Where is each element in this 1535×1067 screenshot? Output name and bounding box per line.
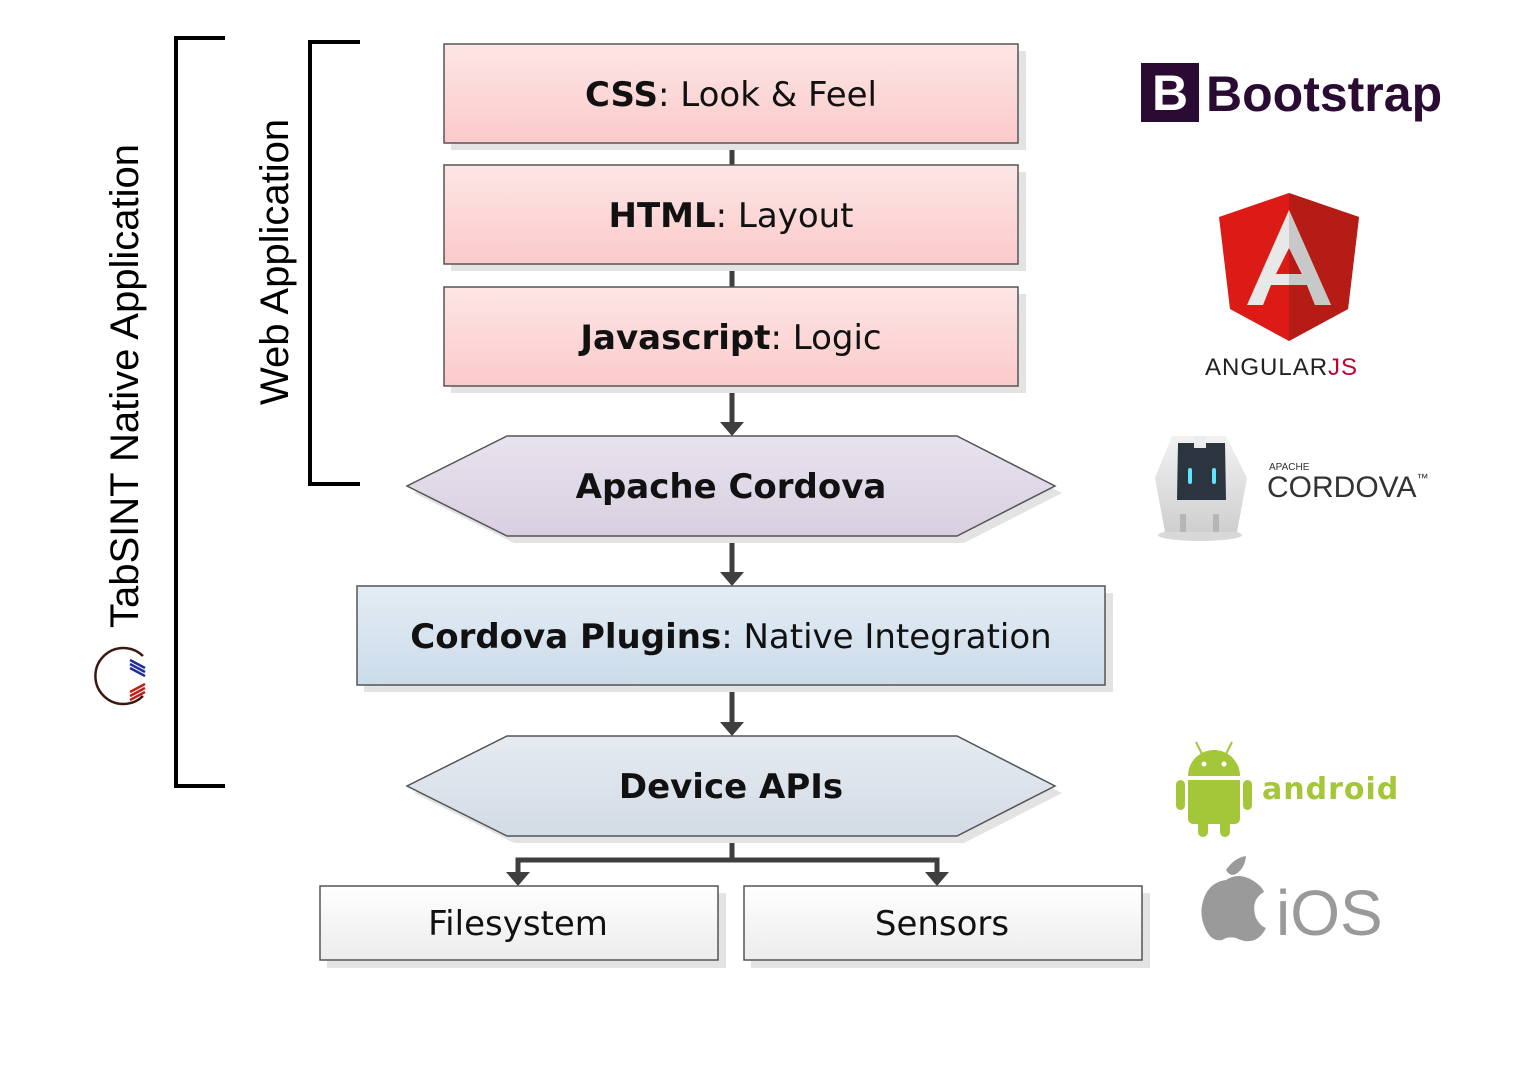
layer-cordova-plugins-label: Cordova Plugins: Native Integration <box>410 617 1051 657</box>
layer-apache-cordova: Apache Cordova <box>405 435 1062 543</box>
leaf-filesystem: Filesystem <box>319 885 726 968</box>
angularjs-logo-text: ANGULARJS <box>1205 354 1358 381</box>
arrowhead <box>506 872 530 886</box>
outer-bracket-label: TabSINT Native Application <box>103 144 147 628</box>
layer-apache-cordova-label: Apache Cordova <box>576 467 887 507</box>
layer-html: HTML: Layout <box>443 164 1026 271</box>
ios-logo: iOS <box>1201 856 1383 949</box>
arrowhead <box>720 572 744 586</box>
android-logo: android <box>1176 741 1399 837</box>
tabsint-logo-icon <box>94 646 146 706</box>
svg-text:B: B <box>1152 65 1188 121</box>
angular-shield-icon <box>1219 193 1359 341</box>
cordova-logo-text: CORDOVA™ <box>1267 471 1428 504</box>
leaf-filesystem-label: Filesystem <box>428 904 608 944</box>
cordova-logo: APACHE CORDOVA™ <box>1155 436 1428 541</box>
bootstrap-logo: B Bootstrap <box>1141 63 1442 122</box>
layer-javascript-label: Javascript: Logic <box>578 318 881 358</box>
outer-bracket <box>174 36 225 788</box>
arrowhead <box>720 422 744 436</box>
leaf-sensors-label: Sensors <box>875 904 1009 944</box>
angularjs-logo: ANGULARJS <box>1205 193 1359 381</box>
layer-html-label: HTML: Layout <box>609 196 854 236</box>
android-logo-text: android <box>1262 772 1399 807</box>
apple-icon <box>1201 856 1266 942</box>
layer-device-apis: Device APIs <box>405 735 1062 843</box>
leaf-sensors: Sensors <box>743 885 1150 968</box>
arrowheads <box>506 422 949 886</box>
cordova-logo-small-text: APACHE <box>1269 462 1310 473</box>
layer-device-apis-label: Device APIs <box>619 767 843 807</box>
layer-css-label: CSS: Look & Feel <box>585 75 877 115</box>
cordova-robot-icon <box>1155 436 1247 541</box>
bootstrap-logo-icon <box>1141 63 1199 122</box>
inner-bracket-label: Web Application <box>253 119 297 405</box>
android-robot-icon <box>1176 741 1252 837</box>
bootstrap-logo-text: Bootstrap <box>1206 66 1442 122</box>
ios-logo-text: iOS <box>1276 877 1383 949</box>
layer-javascript: Javascript: Logic <box>443 286 1026 393</box>
layer-cordova-plugins: Cordova Plugins: Native Integration <box>356 585 1113 692</box>
connector-device-leaves <box>515 836 940 874</box>
arrowhead <box>925 872 949 886</box>
layer-css: CSS: Look & Feel <box>443 43 1026 150</box>
inner-bracket <box>308 40 360 486</box>
arrowhead <box>720 722 744 736</box>
